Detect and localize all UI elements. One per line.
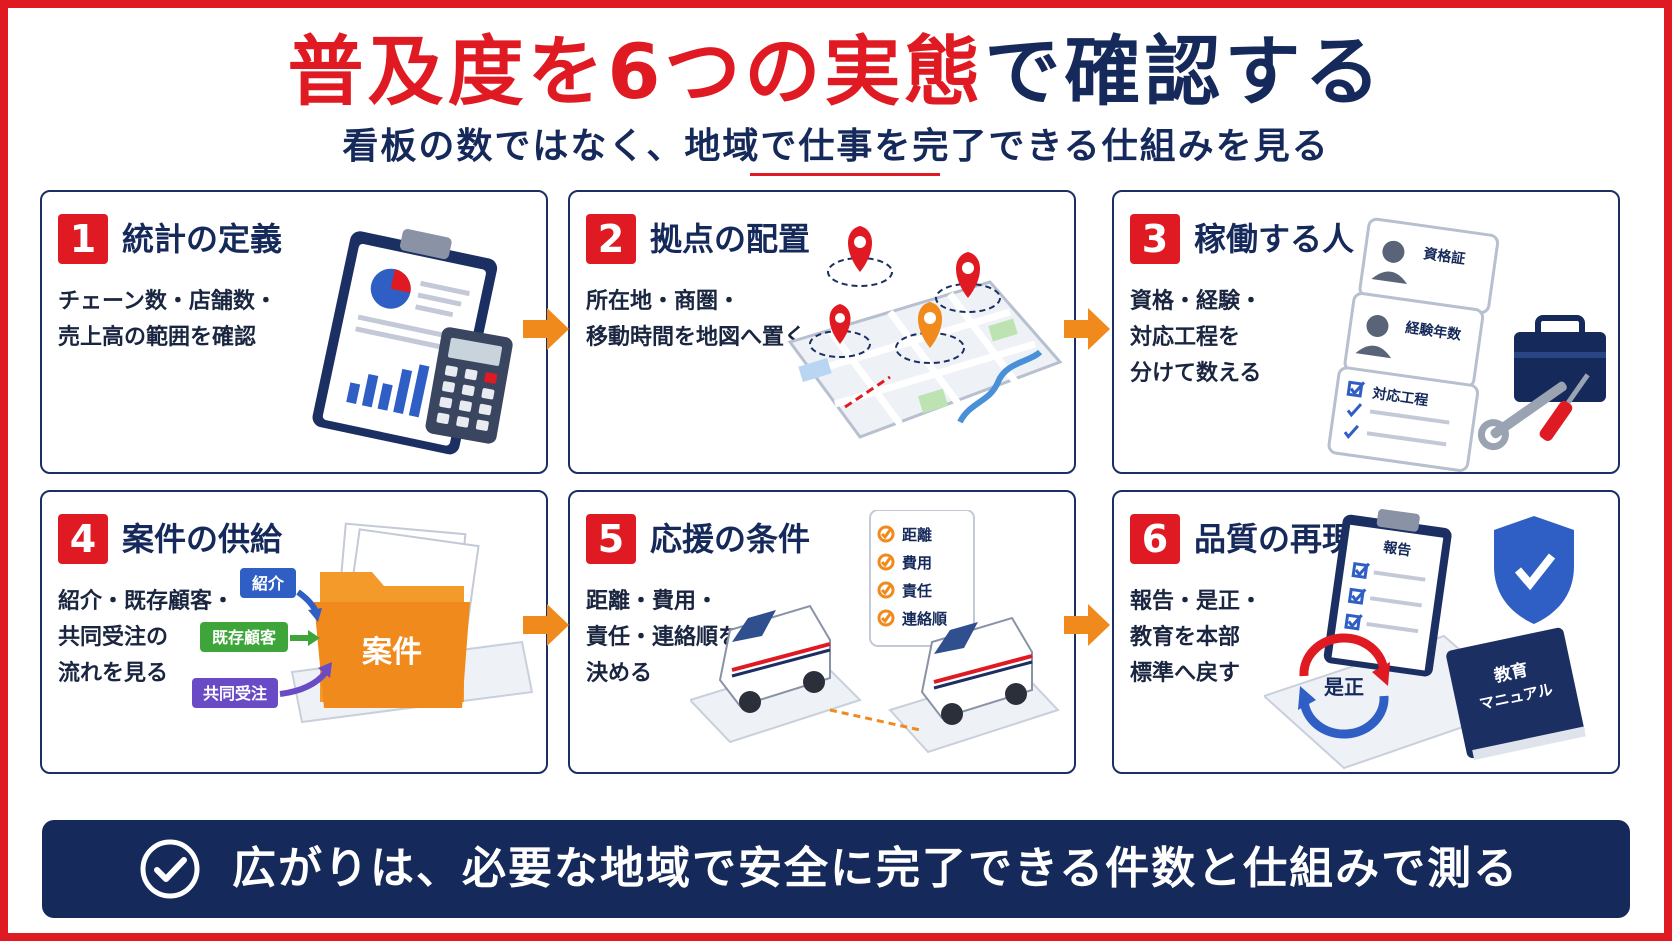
check-cost: 費用: [902, 554, 932, 572]
clipboard-calculator-icon: [312, 229, 513, 455]
quality-report-icon: 報告 教育 マニュアル 是正: [1264, 509, 1586, 770]
card-number: 1: [58, 214, 108, 264]
card-title: 品質の再現: [1194, 520, 1355, 558]
van-right: [920, 616, 1033, 725]
card-description: 紹介・既存顧客・ 共同受注の 流れを見る: [58, 584, 298, 692]
desc-line: 流れを見る: [58, 661, 169, 686]
desc-line: 決める: [586, 661, 653, 686]
card-title: 拠点の配置: [650, 220, 811, 258]
card-title: 稼働する人: [1194, 220, 1355, 258]
card-title: 応援の条件: [650, 520, 811, 558]
check-distance: 距離: [902, 526, 932, 544]
desc-line: 報告・是正・: [1130, 589, 1263, 614]
desc-line: 対応工程を: [1130, 325, 1241, 350]
check-circle-icon: [140, 839, 200, 899]
arrow-right-icon: [1064, 308, 1110, 350]
card-support-conditions: 5 応援の条件 距離・費用・ 責任・連絡順を 決める 距離 費用 責任 連絡順: [568, 490, 1076, 774]
card-description: 資格・経験・ 対応工程を 分けて数える: [1130, 284, 1370, 392]
card-title: 統計の定義: [122, 220, 283, 258]
title-part-2: 6つの実態: [607, 27, 985, 116]
desc-line: 分けて数える: [1130, 361, 1262, 386]
desc-line: 移動時間を地図へ置く: [586, 325, 807, 350]
desc-line: 責任・連絡順を: [586, 625, 741, 650]
card-number: 3: [1130, 214, 1180, 264]
card-number: 6: [1130, 514, 1180, 564]
card-quality-reproduction: 6 品質の再現 報告・是正・ 教育を本部 標準へ戻す 報告 教育: [1112, 490, 1620, 774]
desc-line: 標準へ戻す: [1130, 661, 1241, 686]
card-description: チェーン数・店舗数・ 売上高の範囲を確認: [58, 284, 298, 356]
card-case-supply: 4 案件の供給 紹介・既存顧客・ 共同受注の 流れを見る 案件 紹介 既存顧客 …: [40, 490, 548, 774]
label-case: 案件: [362, 635, 422, 670]
subtitle-underline: [750, 173, 940, 176]
van-left: [718, 604, 831, 713]
desc-line: 資格・経験・: [1130, 289, 1263, 314]
title-part-1: 普及度を: [287, 27, 608, 116]
label-joint-orders: 共同受注: [203, 684, 267, 703]
arrow-right-icon: [523, 308, 569, 350]
label-referral: 紹介: [252, 574, 285, 593]
card-statistics-definition: 1 統計の定義 チェーン数・店舗数・ 売上高の範囲を確認: [40, 190, 548, 474]
desc-line: 距離・費用・: [586, 589, 719, 614]
conclusion-banner: 広がりは、必要な地域で安全に完了できる件数と仕組みで測る: [42, 820, 1630, 918]
label-report: 報告: [1382, 539, 1412, 560]
desc-line: 紹介・既存顧客・: [58, 589, 235, 614]
support-vans-icon: 距離 費用 責任 連絡順: [690, 510, 1060, 754]
card-number: 2: [586, 214, 636, 264]
map-pins-icon: [787, 226, 1063, 439]
label-existing-customers: 既存顧客: [212, 628, 277, 647]
page-title: 普及度を6つの実態で確認する: [0, 22, 1672, 122]
card-title: 案件の供給: [122, 520, 283, 558]
card-description: 所在地・商圏・ 移動時間を地図へ置く: [586, 284, 826, 356]
card-number: 4: [58, 514, 108, 564]
card-description: 距離・費用・ 責任・連絡順を 決める: [586, 584, 826, 692]
check-contact-order: 連絡順: [902, 610, 948, 628]
card-description: 報告・是正・ 教育を本部 標準へ戻す: [1130, 584, 1370, 692]
credentials-toolbox-icon: 資格証 経験年数 対応工程: [1327, 217, 1606, 472]
label-qualification: 資格証: [1422, 245, 1466, 268]
case-folder-icon: 案件 紹介 既存顧客 共同受注: [192, 522, 534, 724]
desc-line: 共同受注の: [58, 625, 169, 650]
banner-text: 広がりは、必要な地域で安全に完了できる件数と仕組みで測る: [232, 843, 1520, 894]
title-part-3: で確認する: [984, 27, 1385, 116]
arrow-right-icon: [523, 604, 569, 646]
card-number: 5: [586, 514, 636, 564]
desc-line: 売上高の範囲を確認: [58, 325, 257, 350]
desc-line: 所在地・商圏・: [586, 289, 741, 314]
check-responsibility: 責任: [902, 582, 932, 600]
card-working-people: 3 稼働する人 資格・経験・ 対応工程を 分けて数える 資格証 経験年数 対応工…: [1112, 190, 1620, 474]
arrow-right-icon: [1064, 604, 1110, 646]
label-correction: 是正: [1323, 675, 1364, 699]
card-base-placement: 2 拠点の配置 所在地・商圏・ 移動時間を地図へ置く: [568, 190, 1076, 474]
desc-line: 教育を本部: [1130, 625, 1241, 650]
page-subtitle: 看板の数ではなく、地域で仕事を完了できる仕組みを見る: [342, 126, 1330, 167]
desc-line: チェーン数・店舗数・: [58, 289, 277, 314]
